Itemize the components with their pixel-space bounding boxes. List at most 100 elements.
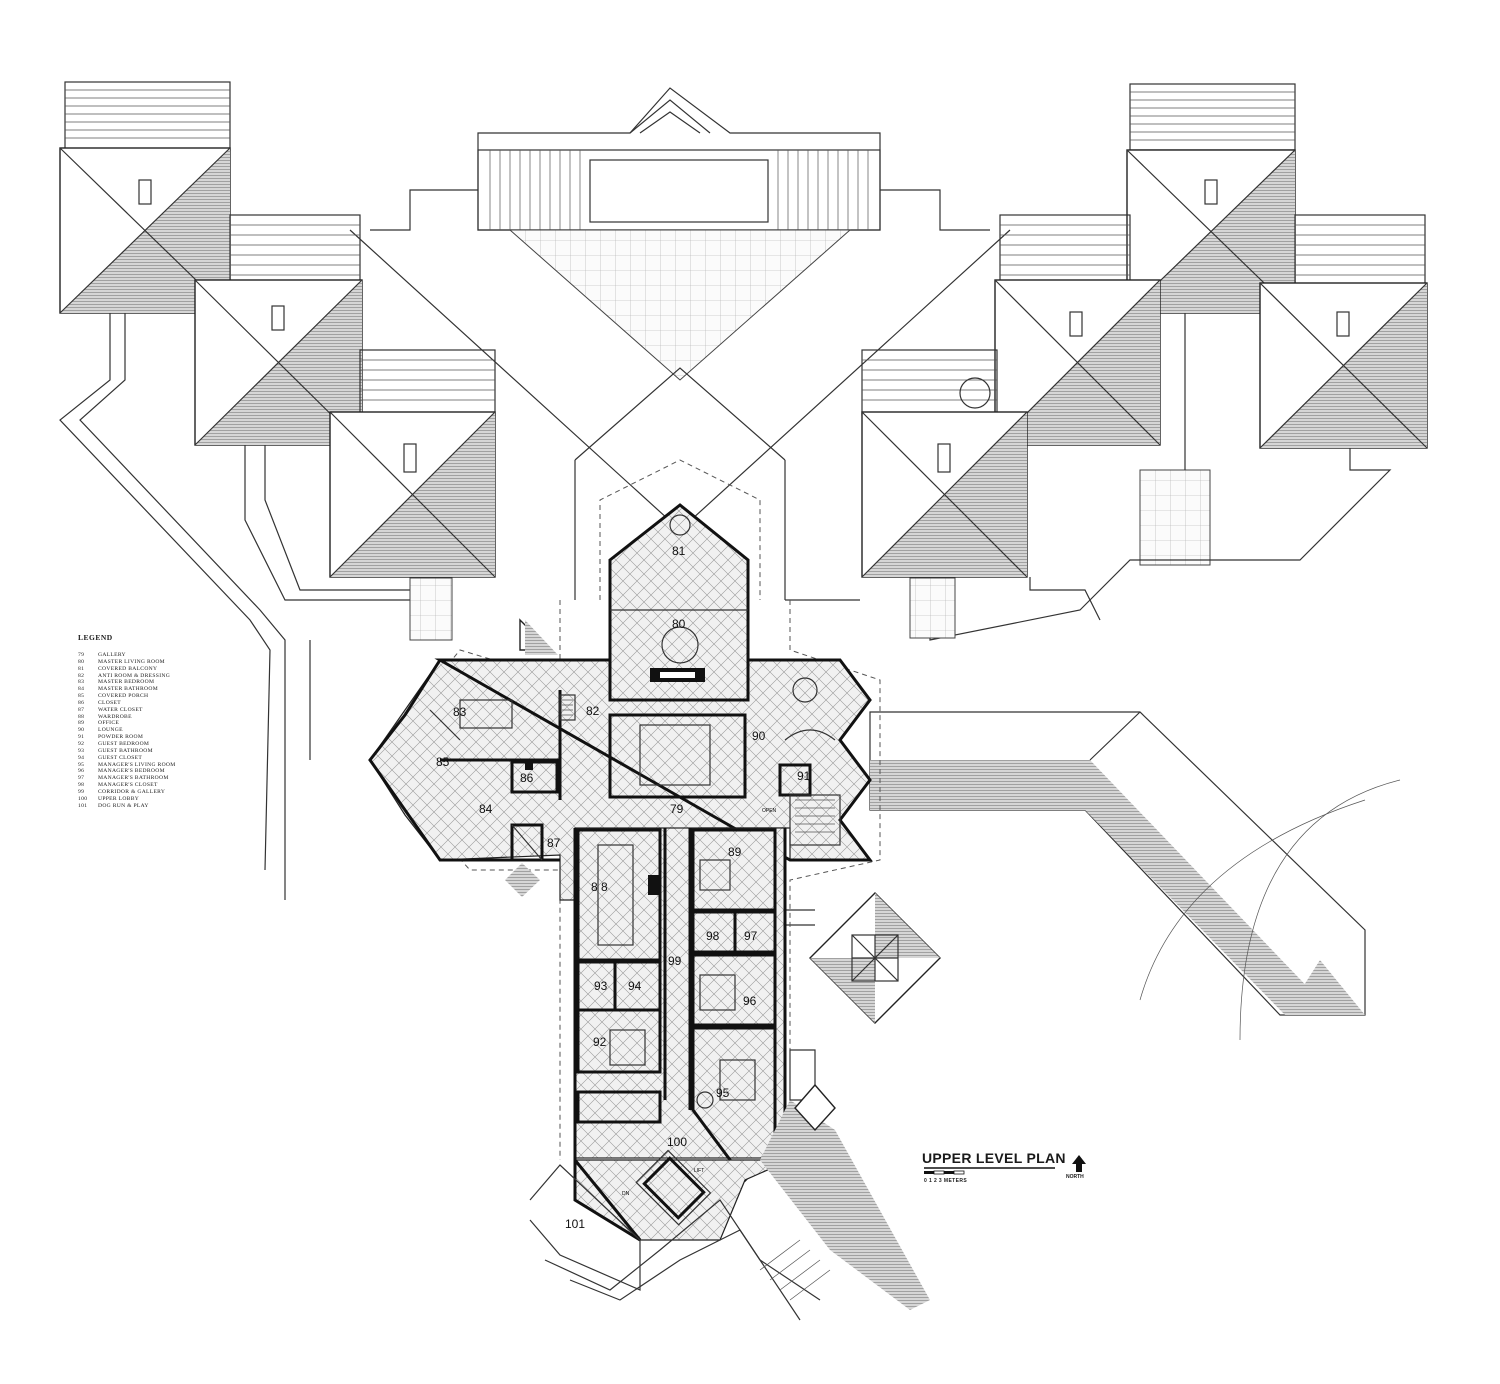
- legend-item-label: POWDER ROOM: [98, 734, 144, 741]
- legend-item-number: 94: [78, 754, 85, 761]
- legend-item-number: 92: [78, 740, 85, 747]
- room-label-93: 93: [594, 979, 608, 993]
- legend-item-number: 83: [78, 679, 85, 686]
- room-label-90: 90: [752, 729, 766, 743]
- legend-item: 83 MASTER BEDROOM: [78, 679, 176, 686]
- down-stair-label: DN: [622, 1191, 630, 1197]
- room-label-100: 100: [667, 1135, 687, 1149]
- room-label-83: 83: [453, 705, 467, 719]
- room-label-82: 82: [586, 704, 600, 718]
- legend-item-label: GUEST CLOSET: [98, 754, 143, 761]
- room-label-97: 97: [744, 929, 758, 943]
- legend-item-label: WARDROBE: [98, 713, 132, 720]
- legend-item: 101 DOG RUN & PLAY: [78, 803, 176, 810]
- legend-item-label: MANAGER'S BEDROOM: [98, 768, 165, 775]
- title-block: UPPER LEVEL PLAN: [922, 1150, 1066, 1166]
- room-label-80: 80: [672, 617, 686, 631]
- legend-item-number: 86: [78, 699, 85, 706]
- legend-item-number: 79: [78, 652, 85, 658]
- legend-item-label: GUEST BEDROOM: [98, 740, 150, 747]
- room-label-94: 94: [628, 979, 642, 993]
- lift-label: LIFT: [694, 1168, 704, 1174]
- legend-item-label: UPPER LOBBY: [98, 795, 140, 802]
- legend-item-number: 101: [78, 802, 88, 809]
- legend-item-label: COVERED PORCH: [98, 693, 149, 700]
- legend-item: 85 COVERED PORCH: [78, 693, 176, 700]
- room-label-86: 86: [520, 771, 534, 785]
- legend-item-number: 80: [78, 658, 85, 665]
- legend-item-number: 87: [78, 706, 85, 713]
- legend-item-number: 99: [78, 788, 85, 795]
- room-label-88: 8 8: [591, 880, 608, 894]
- legend-item-label: MASTER LIVING ROOM: [98, 658, 165, 665]
- room-labels: 81 80 83 82 90 85 86 91 84 79 87 89 8 8 …: [436, 544, 811, 1231]
- east-arm-roof: [778, 711, 1401, 1041]
- legend-item: 95 MANAGER'S LIVING ROOM: [78, 762, 176, 769]
- room-label-91: 91: [797, 769, 811, 783]
- legend-item-label: MANAGER'S BATHROOM: [98, 775, 169, 782]
- legend-item: 98 MANAGER'S CLOSET: [78, 782, 176, 789]
- north-arrow-icon: [1072, 1155, 1086, 1172]
- room-label-87: 87: [547, 836, 561, 850]
- legend-item-label: OFFICE: [98, 720, 120, 727]
- room-label-99: 99: [668, 954, 682, 968]
- legend-item: 79 GALLERY: [78, 652, 176, 659]
- east-wing-roofs: [785, 83, 1428, 641]
- legend-item: 92 GUEST BEDROOM: [78, 741, 176, 748]
- legend-item-number: 82: [78, 672, 85, 679]
- main-residence-plan: [368, 459, 930, 1321]
- room-label-95: 95: [716, 1086, 730, 1100]
- open-label: OPEN: [762, 808, 777, 814]
- legend-item-number: 91: [78, 734, 85, 741]
- room-label-85: 85: [436, 755, 450, 769]
- legend-item-number: 89: [78, 720, 85, 727]
- room-label-84: 84: [479, 802, 493, 816]
- legend-item-label: CORRIDOR & GALLERY: [98, 788, 166, 795]
- legend-item: 81 COVERED BALCONY: [78, 666, 176, 673]
- room-label-96: 96: [743, 994, 757, 1008]
- legend-item: 94 GUEST CLOSET: [78, 755, 176, 762]
- legend-item-label: DOG RUN & PLAY: [98, 802, 149, 809]
- legend-title: LEGEND: [78, 633, 113, 642]
- legend-item: 89 OFFICE: [78, 720, 176, 727]
- legend-list: 79 GALLERY 80 MASTER LIVING ROOM 81 COVERED B…: [78, 652, 176, 809]
- legend-item-number: 93: [78, 747, 85, 754]
- legend-item-number: 98: [78, 782, 85, 789]
- west-wing-roofs: [59, 81, 496, 900]
- legend-item-label: WATER CLOSET: [98, 706, 143, 713]
- legend-item: 82 ANTI ROOM & DRESSING: [78, 673, 176, 680]
- room-label-89: 89: [728, 845, 742, 859]
- legend-item: 99 CORRIDOR & GALLERY: [78, 789, 176, 796]
- legend-item-number: 90: [78, 727, 85, 734]
- legend-item: 96 MANAGER'S BEDROOM: [78, 768, 176, 775]
- legend-item-label: ANTI ROOM & DRESSING: [98, 672, 171, 679]
- legend-item-label: MANAGER'S CLOSET: [98, 782, 158, 789]
- legend-item: 100 UPPER LOBBY: [78, 796, 176, 803]
- legend-item-label: COVERED BALCONY: [98, 665, 158, 672]
- legend-item-number: 97: [78, 775, 85, 782]
- room-label-79: 79: [670, 802, 684, 816]
- legend-item-label: MASTER BATHROOM: [98, 686, 158, 693]
- legend-item-label: MANAGER'S LIVING ROOM: [98, 761, 176, 768]
- room-label-92: 92: [593, 1035, 607, 1049]
- north-label: NORTH: [1066, 1174, 1084, 1180]
- scale-label: 0 1 2 3 METERS: [924, 1178, 968, 1184]
- legend-item: 90 LOUNGE: [78, 727, 176, 734]
- legend-item-number: 96: [78, 768, 85, 775]
- legend-item: 97 MANAGER'S BATHROOM: [78, 775, 176, 782]
- legend-item-number: 100: [78, 795, 88, 802]
- legend-item-label: GALLERY: [98, 652, 126, 658]
- legend-item-number: 95: [78, 761, 85, 768]
- legend-item: 87 WATER CLOSET: [78, 707, 176, 714]
- legend-item-label: MASTER BEDROOM: [98, 679, 155, 686]
- legend-item-number: 81: [78, 665, 85, 672]
- legend-item: 91 POWDER ROOM: [78, 734, 176, 741]
- legend-item-number: 85: [78, 693, 85, 700]
- legend-item-label: LOUNGE: [98, 727, 123, 734]
